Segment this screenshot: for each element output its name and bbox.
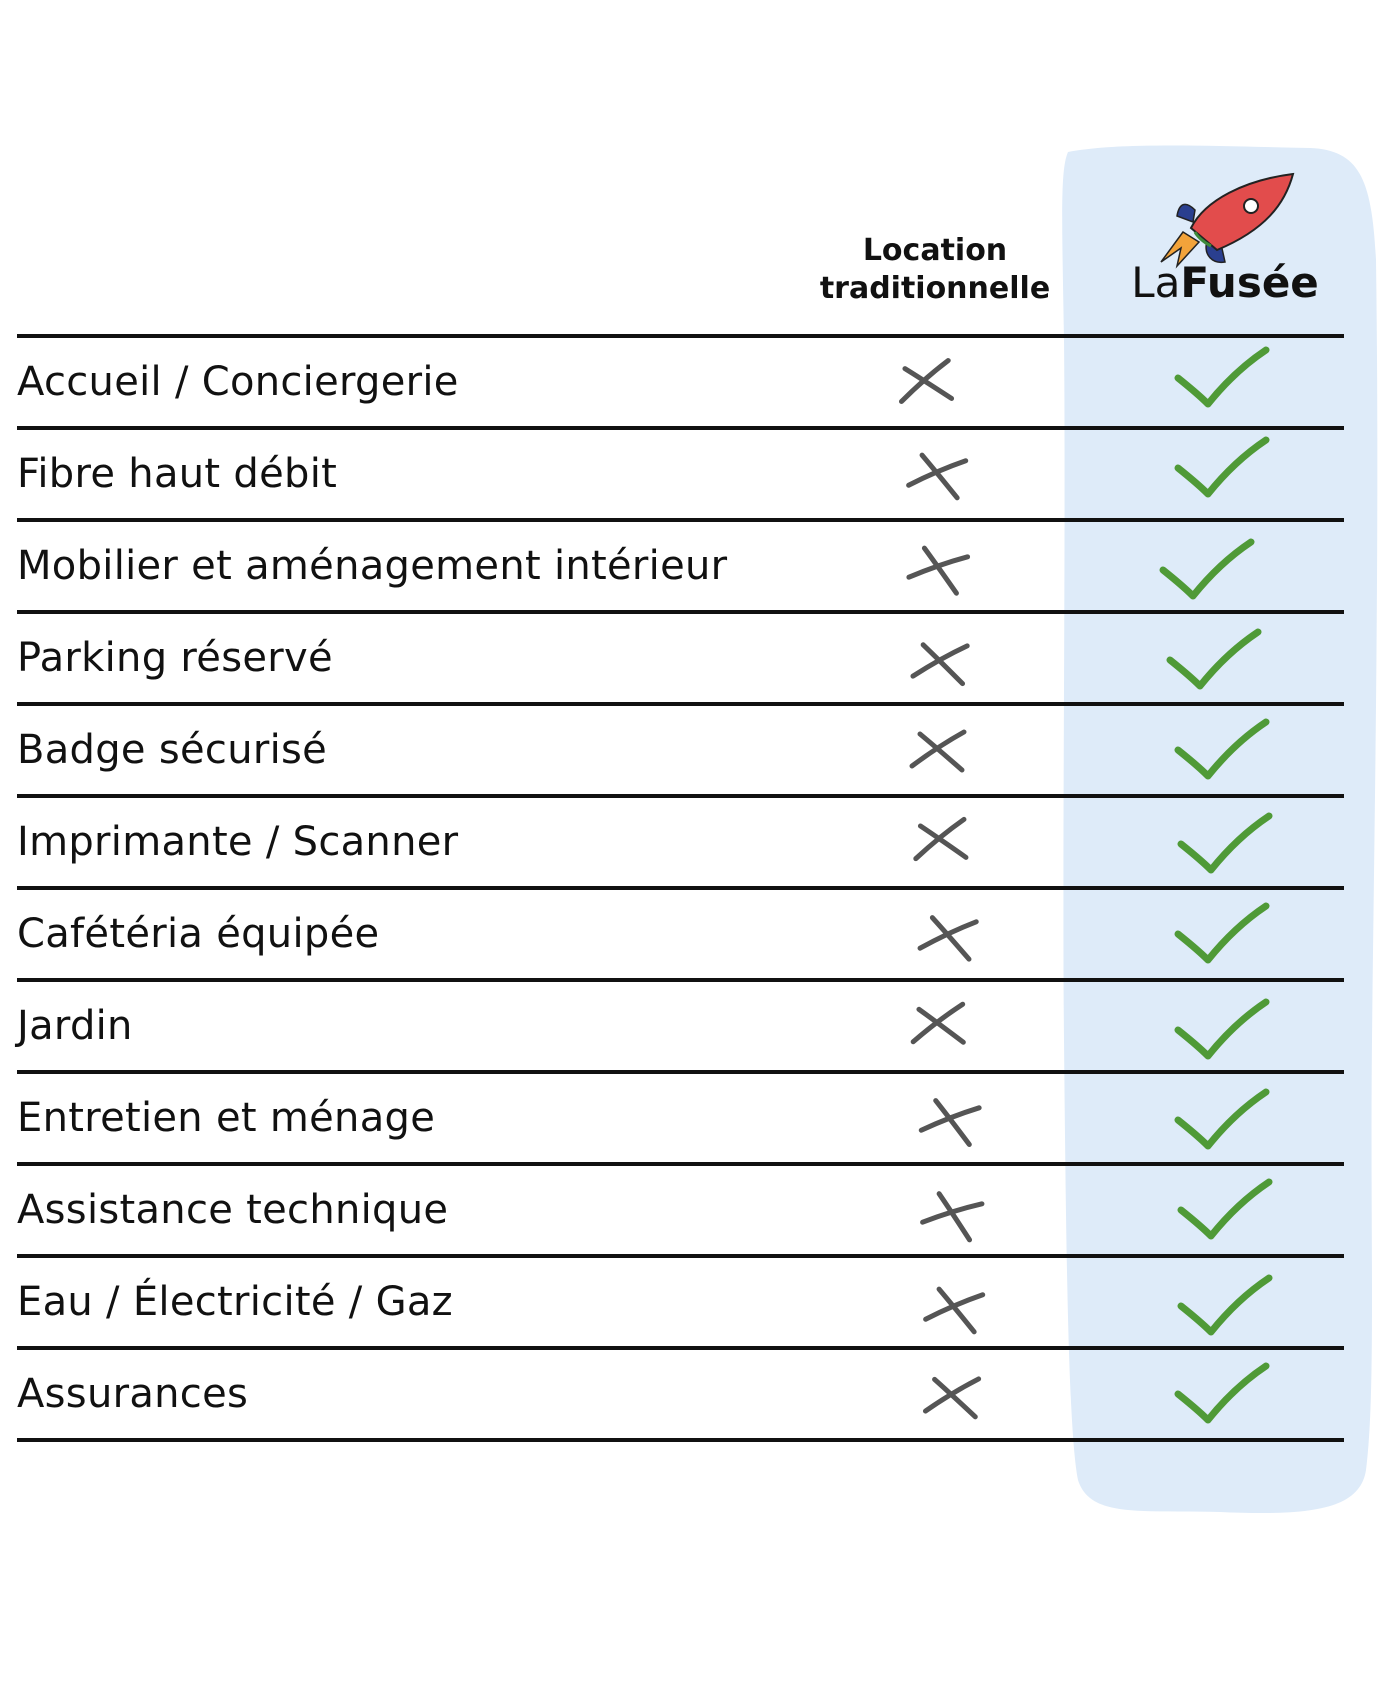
row-label: Fibre haut débit: [17, 451, 338, 497]
row-divider: [17, 610, 1344, 614]
row-label: Badge sécurisé: [17, 727, 328, 773]
table-row: Badge sécurisé: [17, 706, 1344, 794]
row-divider: [17, 978, 1344, 982]
row-divider: [17, 1438, 1344, 1442]
cross-icon: [910, 642, 970, 687]
logo-prefix: La: [1131, 258, 1181, 307]
table-row: Imprimante / Scanner: [17, 798, 1344, 886]
checkmark-icon: [1174, 436, 1270, 498]
cross-icon: [910, 1001, 966, 1045]
table-row: Assistance technique: [17, 1166, 1344, 1254]
row-label: Imprimante / Scanner: [17, 819, 459, 865]
brand-column-highlight: [1062, 145, 1378, 1514]
checkmark-icon: [1166, 628, 1262, 690]
checkmark-icon: [1174, 1088, 1270, 1150]
row-label: Entretien et ménage: [17, 1095, 436, 1141]
checkmark-icon: [1174, 346, 1270, 408]
row-divider: [17, 1162, 1344, 1166]
table-row: Parking réservé: [17, 614, 1344, 702]
lafusee-logo: LaFusée: [1115, 170, 1335, 310]
table-row: Entretien et ménage: [17, 1074, 1344, 1162]
logo-wordmark: LaFusée: [1115, 258, 1335, 308]
row-label: Assurances: [17, 1371, 249, 1417]
table-row: Accueil / Conciergerie: [17, 338, 1344, 426]
table-row: Mobilier et aménagement intérieur: [17, 522, 1344, 610]
row-label: Parking réservé: [17, 635, 333, 681]
cross-icon: [913, 816, 969, 862]
logo-name: Fusée: [1180, 258, 1319, 307]
cross-icon: [917, 915, 979, 962]
checkmark-icon: [1159, 538, 1255, 600]
cross-icon: [906, 452, 969, 501]
table-row: Jardin: [17, 982, 1344, 1070]
checkmark-icon: [1174, 902, 1270, 964]
checkmark-icon: [1177, 1274, 1273, 1336]
table-row: Cafétéria équipée: [17, 890, 1344, 978]
row-label: Accueil / Conciergerie: [17, 359, 459, 405]
cross-icon: [922, 1376, 982, 1420]
checkmark-icon: [1177, 1178, 1273, 1240]
column-header-traditional: Location traditionnelle: [810, 232, 1060, 308]
rocket-icon: [1160, 172, 1295, 269]
table-row: Assurances: [17, 1350, 1344, 1438]
row-divider: [17, 334, 1344, 338]
row-label: Eau / Électricité / Gaz: [17, 1279, 453, 1325]
row-divider: [17, 702, 1344, 706]
cross-icon: [898, 358, 955, 404]
row-label: Assistance technique: [17, 1187, 449, 1233]
row-divider: [17, 1346, 1344, 1350]
cross-icon: [920, 1191, 985, 1243]
cross-icon: [918, 1098, 982, 1148]
checkmark-icon: [1177, 812, 1273, 874]
cross-icon: [923, 1286, 986, 1335]
column-header-line-1: Location: [862, 233, 1008, 268]
row-label: Jardin: [17, 1003, 133, 1049]
cross-icon: [906, 545, 971, 596]
column-header-line-2: traditionnelle: [819, 271, 1051, 306]
row-divider: [17, 886, 1344, 890]
cross-icon: [909, 729, 967, 773]
checkmark-icon: [1174, 1362, 1270, 1424]
row-divider: [17, 1070, 1344, 1074]
checkmark-icon: [1174, 998, 1270, 1060]
row-divider: [17, 426, 1344, 430]
row-divider: [17, 518, 1344, 522]
row-label: Mobilier et aménagement intérieur: [17, 543, 728, 589]
row-divider: [17, 1254, 1344, 1258]
row-label: Cafétéria équipée: [17, 911, 380, 957]
row-divider: [17, 794, 1344, 798]
checkmark-icon: [1174, 718, 1270, 780]
table-row: Fibre haut débit: [17, 430, 1344, 518]
table-row: Eau / Électricité / Gaz: [17, 1258, 1344, 1346]
